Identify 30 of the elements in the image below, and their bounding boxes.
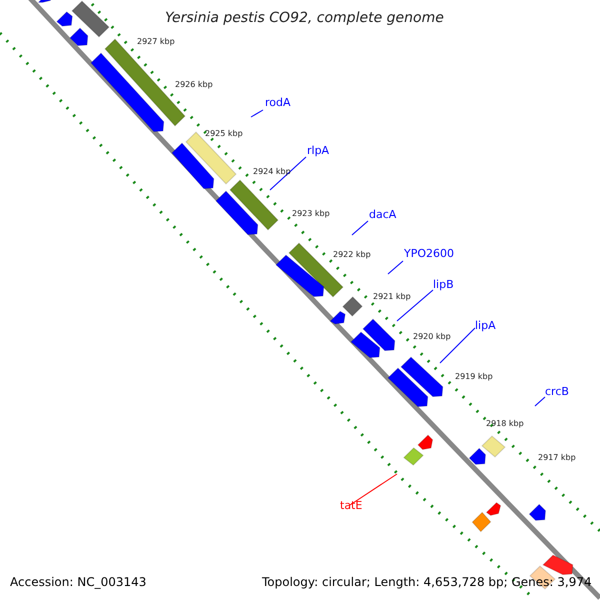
scale-label: 2927 kbp [137,38,175,46]
title: Yersinia pestis CO92, complete genome [165,11,444,25]
scale-label: 2924 kbp [253,168,291,176]
leader-line [388,260,404,274]
leader-line [534,396,546,406]
gene-label: dacA [369,209,396,220]
scale-label: 2918 kbp [486,420,524,428]
leader-line [350,474,398,506]
info-text: Topology: circular; Length: 4,653,728 bp; Genes: 3,974 [262,576,592,588]
scale-label: 2923 kbp [292,210,330,218]
gene-label: crcB [545,386,569,397]
gene-label: rodA [265,97,291,108]
gene-label: lipB [433,279,454,290]
scale-label: 2920 kbp [413,333,451,341]
leader-line [352,220,368,236]
leader-line [270,156,306,190]
scale-label: 2925 kbp [205,130,243,138]
scale-label: 2922 kbp [333,251,371,259]
scale-label: 2921 kbp [373,293,411,301]
scale-label: 2926 kbp [175,81,213,89]
leader-line [440,328,476,364]
gene-label: tatE [340,500,362,511]
gene-label: YPO2600 [404,248,454,259]
leader-line [396,290,434,322]
scale-label: 2917 kbp [538,454,576,462]
gene-label: rlpA [307,145,330,156]
scale-label: 2919 kbp [455,373,493,381]
gene-label: lipA [475,320,496,331]
info-text: Accession: NC_003143 [10,576,146,588]
leader-line [250,110,264,118]
